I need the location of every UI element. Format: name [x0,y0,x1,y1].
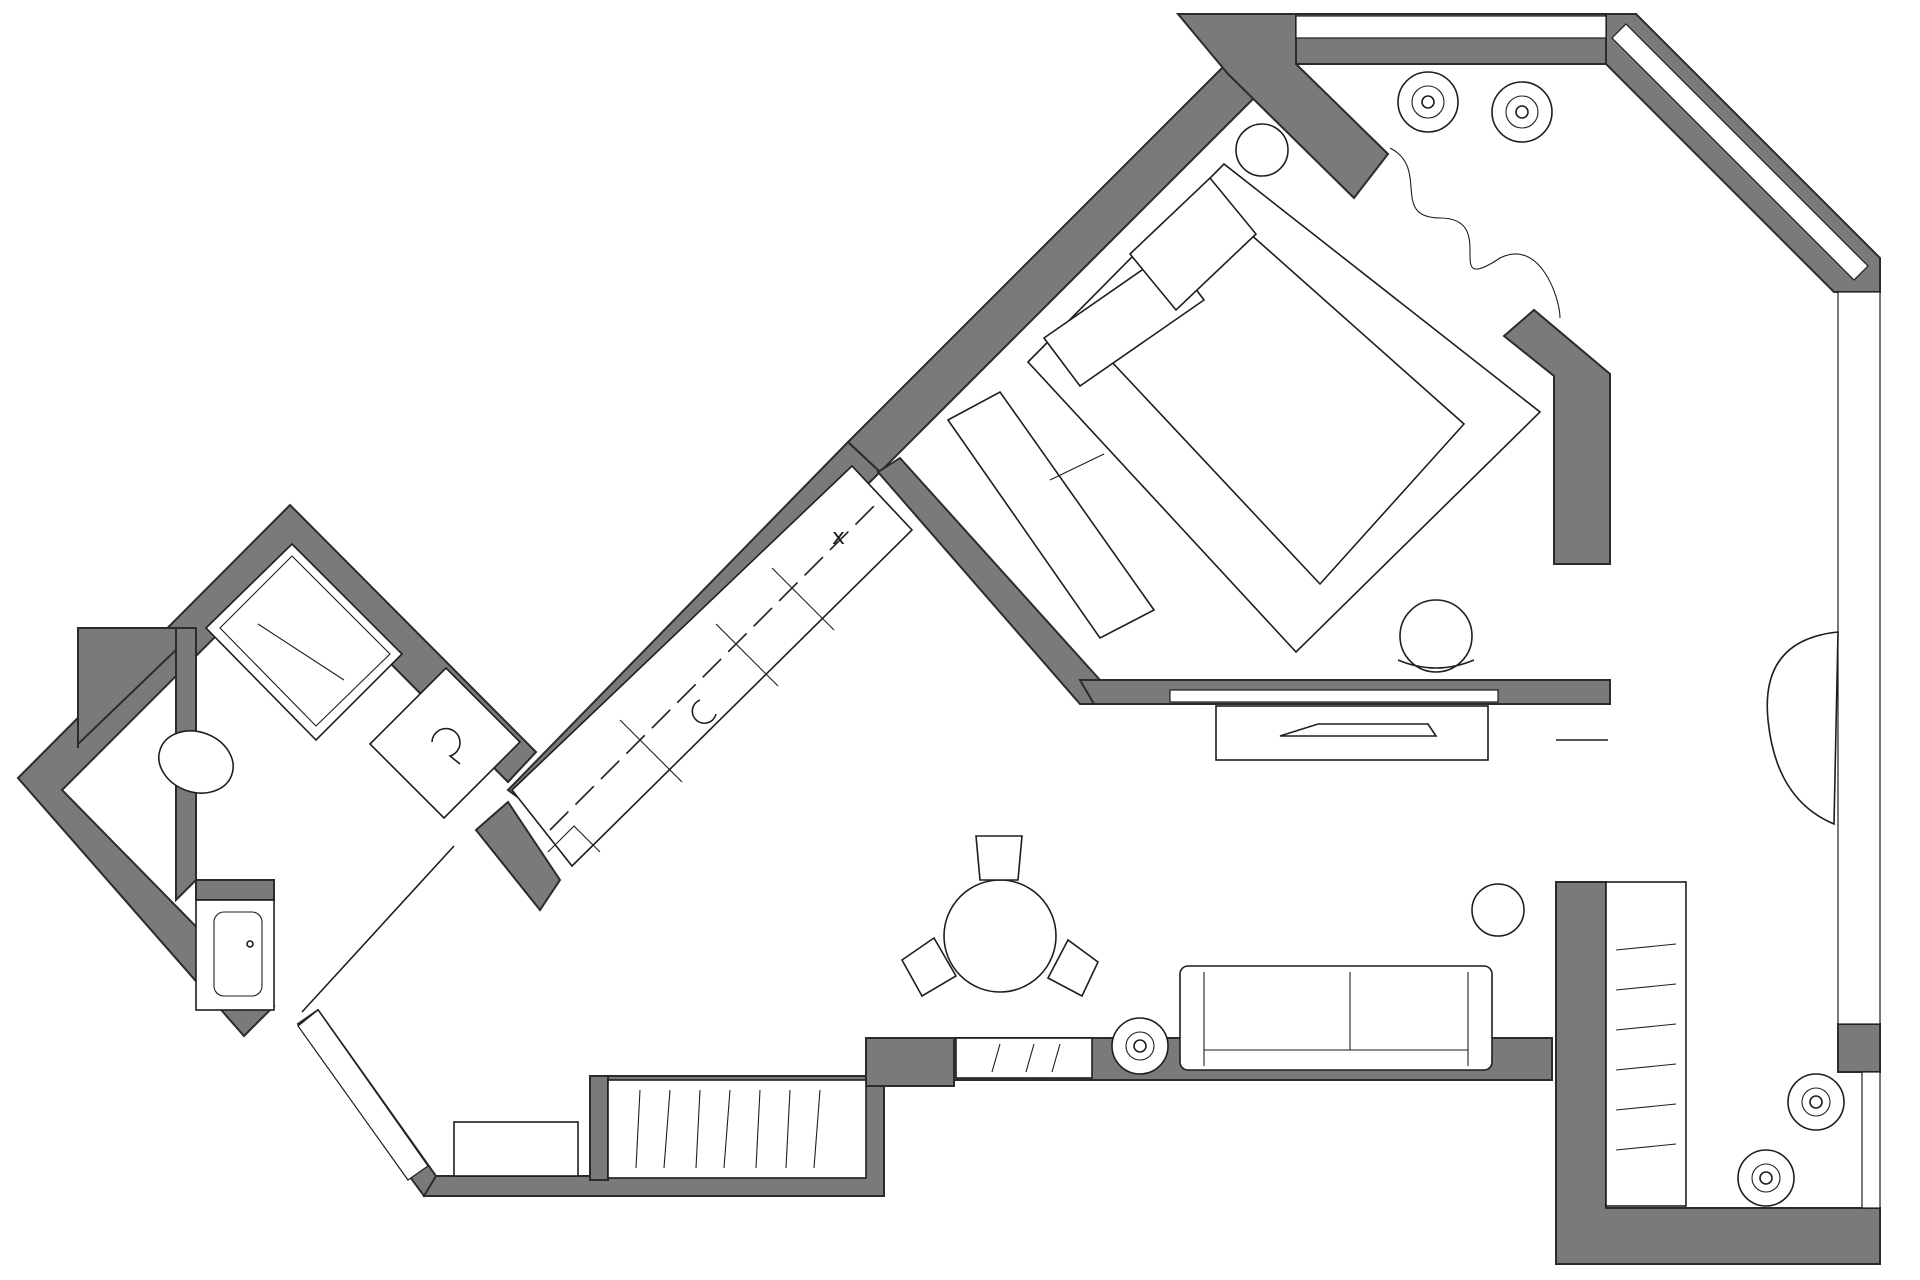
wardrobe-right-hangers [1615,943,1677,1151]
shower-tray [368,666,522,820]
potted-plant-icon [1737,1149,1795,1207]
bench [946,390,1156,640]
potted-plant-icon [1111,1017,1169,1075]
desk-chair [1399,599,1473,673]
window-bedroom [1169,689,1499,703]
living-room [453,835,1687,1207]
wall-storage-pier [865,1037,955,1087]
wardrobe-bottom [607,1079,867,1179]
potted-plant-icon [1491,81,1553,143]
bedroom [946,123,1608,761]
wall-kitchen-end [474,800,562,912]
hob-mark: x [832,525,845,550]
lamp-cable [1389,147,1561,319]
dining-chair-top [975,835,1023,881]
wall-divider-right [1502,308,1611,565]
potted-plant-icon [1397,71,1459,133]
monitor [1279,723,1438,737]
window-upper-right [1611,23,1869,281]
small-cabinet [453,1121,579,1177]
bathroom [158,542,522,1013]
windows [297,15,1881,1209]
kitchen: x [510,464,914,868]
potted-plant-icon [1787,1073,1845,1131]
side-table [1471,883,1525,937]
wall-bathroom-bottom [195,879,275,901]
bathroom-door [301,845,455,1013]
wall-wardrobe [1555,881,1881,1265]
entry-door-swing [1766,631,1839,826]
wall-bathroom-inner-left [77,627,179,748]
toilet-icon [158,730,234,794]
wardrobe-hangers [635,1089,821,1169]
bathtub-inner [219,555,391,727]
shower-drain-icon [431,727,461,765]
sideboard [955,1037,1093,1079]
sofa [1179,965,1493,1071]
dining-table [943,879,1057,993]
wall-storage-pier-inner [589,1075,609,1181]
plants [1111,71,1845,1207]
pillow-right [1128,176,1258,312]
window-right [1837,291,1881,1025]
wardrobe-right [1605,881,1687,1207]
window-top [1295,15,1607,39]
window-right-lower [1861,1071,1881,1209]
wall-right-pillar [1837,1023,1881,1073]
dining-chair-left [900,936,958,998]
kitchen-sink [691,699,717,724]
dining-chair-right [1046,938,1100,998]
bedside-lamp [1235,123,1289,177]
kitchen-counter [510,464,914,868]
window-bathroom [297,1009,429,1181]
washbasin-icon [213,911,263,997]
